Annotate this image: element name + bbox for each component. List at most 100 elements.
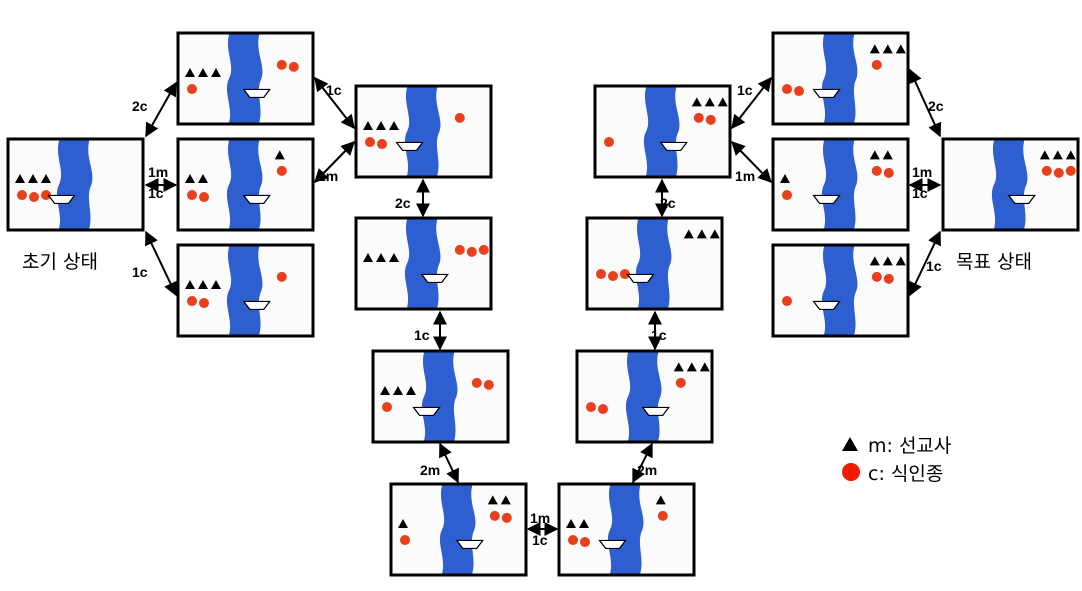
boat-icon bbox=[242, 300, 271, 311]
cannibal-icon bbox=[478, 244, 489, 255]
river-icon bbox=[226, 140, 263, 229]
cannibal-icon bbox=[675, 377, 686, 388]
missionary-icon bbox=[406, 386, 416, 396]
state-box bbox=[771, 137, 910, 232]
cannibal-icon bbox=[883, 167, 894, 178]
transition-label: 2c bbox=[928, 98, 944, 114]
state-box bbox=[593, 84, 732, 179]
cannibal-icon bbox=[693, 112, 704, 123]
missionary-icon bbox=[389, 253, 399, 263]
missionary-icon bbox=[198, 68, 208, 78]
cannibal-icon bbox=[871, 59, 882, 70]
river-icon bbox=[404, 87, 441, 176]
boat-icon bbox=[659, 141, 688, 152]
legend-cannibal: c: 식인종 bbox=[842, 458, 951, 486]
cannibal-icon bbox=[199, 298, 209, 309]
cannibal-icon bbox=[199, 192, 209, 203]
state-box bbox=[176, 137, 315, 232]
transition-label: 1m bbox=[148, 164, 168, 180]
missionary-icon bbox=[696, 229, 707, 239]
missionary-icon bbox=[15, 174, 25, 184]
cannibal-icon bbox=[454, 244, 465, 255]
missionary-icon bbox=[655, 495, 666, 505]
missionary-icon bbox=[363, 121, 373, 131]
transition-arrow bbox=[632, 442, 653, 484]
boat-icon bbox=[812, 300, 841, 311]
transition-label: 1c bbox=[414, 327, 430, 343]
cannibal-icon bbox=[17, 190, 27, 201]
cannibal-icon bbox=[871, 165, 882, 176]
cannibal-icon bbox=[871, 271, 882, 282]
missionary-icon bbox=[376, 121, 386, 131]
river-icon bbox=[226, 34, 263, 123]
missionary-icon bbox=[882, 256, 893, 266]
missionary-icon bbox=[389, 121, 399, 131]
state-box bbox=[585, 216, 724, 311]
cannibal-icon bbox=[598, 404, 608, 415]
cannibal-icon bbox=[782, 84, 792, 95]
boat-icon bbox=[641, 406, 670, 417]
missionary-icon bbox=[274, 150, 285, 160]
missionary-icon bbox=[691, 97, 702, 107]
missionary-icon bbox=[500, 495, 511, 505]
boat-icon bbox=[598, 539, 627, 550]
circle-icon bbox=[842, 463, 860, 481]
missionary-icon bbox=[487, 495, 498, 505]
state-box bbox=[176, 243, 315, 338]
river-icon bbox=[635, 219, 672, 308]
missionary-icon bbox=[211, 68, 221, 78]
transition-arrow bbox=[314, 140, 355, 184]
river-icon bbox=[226, 246, 263, 335]
missionary-icon bbox=[28, 174, 38, 184]
cannibal-icon bbox=[705, 114, 716, 125]
missionary-icon bbox=[1052, 150, 1063, 160]
state-box bbox=[354, 216, 493, 311]
missionary-icon bbox=[1039, 150, 1050, 160]
legend-missionary: m: 선교사 bbox=[842, 430, 951, 458]
cannibal-icon bbox=[586, 402, 596, 413]
transition-label: 1c bbox=[148, 185, 164, 201]
state-box bbox=[371, 349, 510, 444]
missionary-icon bbox=[780, 174, 790, 184]
cannibal-icon bbox=[187, 296, 197, 307]
cannibal-icon bbox=[604, 137, 614, 148]
missionary-icon bbox=[363, 253, 373, 263]
goal-state-label: 목표 상태 bbox=[956, 251, 1032, 273]
river-icon bbox=[821, 246, 858, 335]
transition-label: 2m bbox=[637, 462, 657, 478]
cannibal-icon bbox=[483, 379, 494, 390]
transition-label: 1m bbox=[735, 168, 755, 184]
cannibal-icon bbox=[382, 402, 392, 413]
missionary-icon bbox=[393, 386, 403, 396]
legend: m: 선교사 c: 식인종 bbox=[842, 430, 951, 486]
initial-state-label: 초기 상태 bbox=[22, 251, 98, 273]
boat-icon bbox=[1007, 194, 1036, 205]
cannibal-icon bbox=[41, 190, 51, 201]
river-icon bbox=[439, 485, 476, 574]
transition-label: 1c bbox=[326, 82, 342, 98]
boat-icon bbox=[47, 194, 76, 205]
boat-icon bbox=[395, 141, 424, 152]
missionary-icon bbox=[686, 362, 697, 372]
river-icon bbox=[991, 140, 1028, 229]
state-box bbox=[6, 137, 145, 232]
boat-icon bbox=[242, 88, 271, 99]
cannibal-icon bbox=[466, 246, 477, 257]
transition-arrow bbox=[908, 68, 942, 138]
state-box bbox=[575, 349, 714, 444]
state-box bbox=[771, 243, 910, 338]
boat-icon bbox=[455, 539, 484, 550]
missionary-icon bbox=[198, 280, 208, 290]
cannibal-icon bbox=[377, 139, 387, 150]
transition-arrow bbox=[439, 442, 459, 484]
cannibal-icon bbox=[276, 165, 287, 176]
river-icon bbox=[643, 87, 680, 176]
cannibal-icon bbox=[276, 271, 287, 282]
river-icon bbox=[821, 34, 858, 123]
missionary-icon bbox=[198, 174, 208, 184]
cannibal-icon bbox=[29, 192, 39, 203]
cannibal-icon bbox=[288, 61, 299, 72]
transition-label: 1c bbox=[651, 327, 667, 343]
